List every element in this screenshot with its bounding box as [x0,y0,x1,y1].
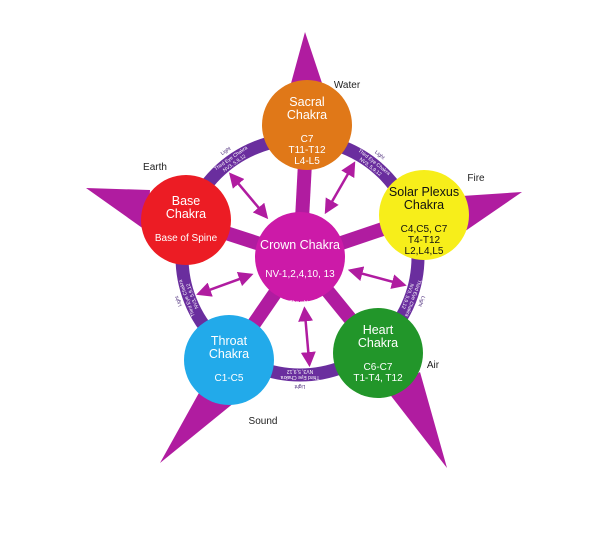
throat-chakra-title-line: Throat [211,334,248,348]
sacral-chakra-detail-line: C7 [301,134,314,145]
double-arrow-2 [347,266,407,289]
ring-label-small: Light [373,150,386,162]
ring-label-small: Light [294,383,305,389]
sacral-chakra-detail-line: L4-L5 [294,156,320,167]
double-arrow-5 [228,172,269,220]
sacral-chakra-title-line: Chakra [287,108,327,122]
heart-chakra-detail-line: C6-C7 [364,362,393,373]
ring-label-small: Light [174,294,184,307]
solar-plexus-chakra-title-line: Chakra [404,198,444,212]
element-label-water: Water [334,80,361,91]
solar-plexus-chakra-detail-line: T4-T12 [408,235,441,246]
element-label-earth: Earth [143,162,167,173]
solar-plexus-chakra-detail-line: L2,L4,L5 [405,246,444,257]
ring-label-small: Light [416,295,426,308]
element-label-sound: Sound [249,416,278,427]
ring-bottom-label: Thoughts [290,300,311,306]
crown-chakra: Crown Chakra NV-1,2,4,10, 13 [255,212,345,302]
star-spike-solar-plexus [458,192,522,236]
star-spike-base [86,188,150,232]
sacral-chakra-detail-line: T11-T12 [288,145,325,156]
heart-chakra-title-line: Heart [363,323,394,337]
solar-plexus-chakra-detail-line: C4,C5, C7 [401,224,448,235]
throat-chakra-title-line: Chakra [209,347,249,361]
double-arrow-3 [298,306,316,368]
ring-label-small: Light [220,145,233,156]
crown-chakra-detail: NV-1,2,4,10, 13 [265,269,335,280]
arrows [196,161,407,368]
crown-chakra-circle [255,212,345,302]
throat-chakra-detail-line: C1-C5 [215,373,244,384]
solar-plexus-chakra-title-line: Solar Plexus [389,185,459,199]
sacral-chakra-title-line: Sacral [289,95,324,109]
base-chakra-circle [141,175,231,265]
base-chakra-title-line: Base [172,194,201,208]
base-chakra-title-line: Chakra [166,207,206,221]
ring-label-sub: NV3, 5,9,12 [287,368,314,374]
double-arrow-1 [324,161,356,215]
element-label-air: Air [427,360,440,371]
double-arrow-4 [196,272,254,297]
element-label-fire: Fire [467,173,485,184]
heart-chakra-circle [333,308,423,398]
heart-chakra-detail-line: T1-T4, T12 [353,373,403,384]
base-chakra-detail-line: Base of Spine [155,233,218,244]
heart-chakra-title-line: Chakra [358,336,398,350]
star-spike-heart [388,372,447,468]
ring-label-main: Third Eye Chakra [280,374,319,380]
solar-plexus-chakra-circle [379,170,469,260]
sacral-chakra-circle [262,80,352,170]
throat-chakra-circle [184,315,274,405]
crown-chakra-title: Crown Chakra [260,238,340,252]
